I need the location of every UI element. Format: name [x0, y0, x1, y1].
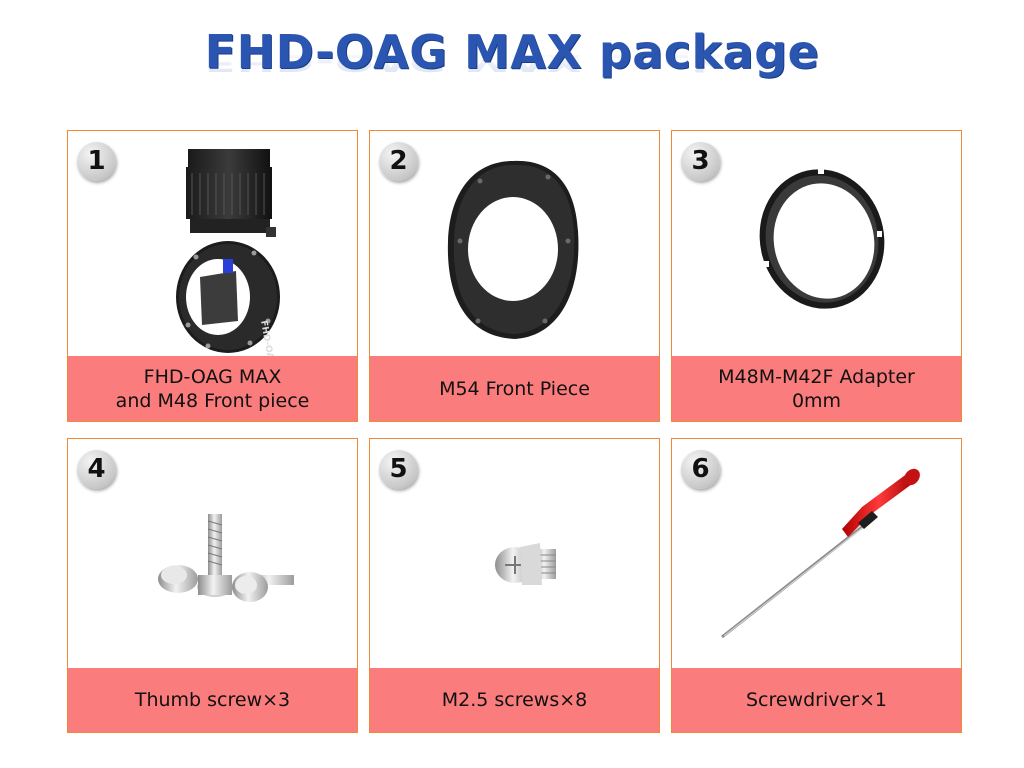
m54-front-piece-image: [370, 131, 659, 358]
item-number-badge: 6: [681, 450, 720, 489]
oag-product-image: FHD-OAG MAX: [68, 131, 357, 358]
item-number-badge: 2: [379, 142, 418, 181]
package-item-card: 2 M54 Front Piece: [369, 130, 660, 422]
page-title-reflection: FHD-OAG MAX package: [204, 49, 820, 77]
item-number-badge: 1: [77, 142, 116, 181]
item-caption: M48M-M42F Adapter 0mm: [672, 356, 961, 421]
screwdriver-image: [672, 439, 961, 670]
item-caption: Screwdriver×1: [672, 668, 961, 732]
item-caption: FHD-OAG MAX and M48 Front piece: [68, 356, 357, 421]
package-item-card: 5 M2.5 screws×8: [369, 438, 660, 733]
package-item-card: 4 Thumb screw×3: [67, 438, 358, 733]
m48m-m42f-adapter-image: [672, 131, 961, 358]
item-caption: M2.5 screws×8: [370, 668, 659, 732]
m25-screws-image: [370, 439, 659, 670]
item-number-badge: 5: [379, 450, 418, 489]
item-caption: M54 Front Piece: [370, 356, 659, 421]
item-number-badge: 4: [77, 450, 116, 489]
item-caption: Thumb screw×3: [68, 668, 357, 732]
page-title: FHD-OAG MAX package: [204, 25, 820, 79]
package-item-card: 6 Screwdriver×1: [671, 438, 962, 733]
thumb-screws-image: [68, 439, 357, 670]
package-item-card: FHD-OAG MAX 1 FHD-OAG MAX and M48 Front …: [67, 130, 358, 422]
oag-engraving: FHD-OAG MAX: [258, 320, 281, 358]
title-area: FHD-OAG MAX package FHD-OAG MAX package: [0, 22, 1024, 122]
package-item-card: 3 M48M-M42F Adapter 0mm: [671, 130, 962, 422]
item-number-badge: 3: [681, 142, 720, 181]
